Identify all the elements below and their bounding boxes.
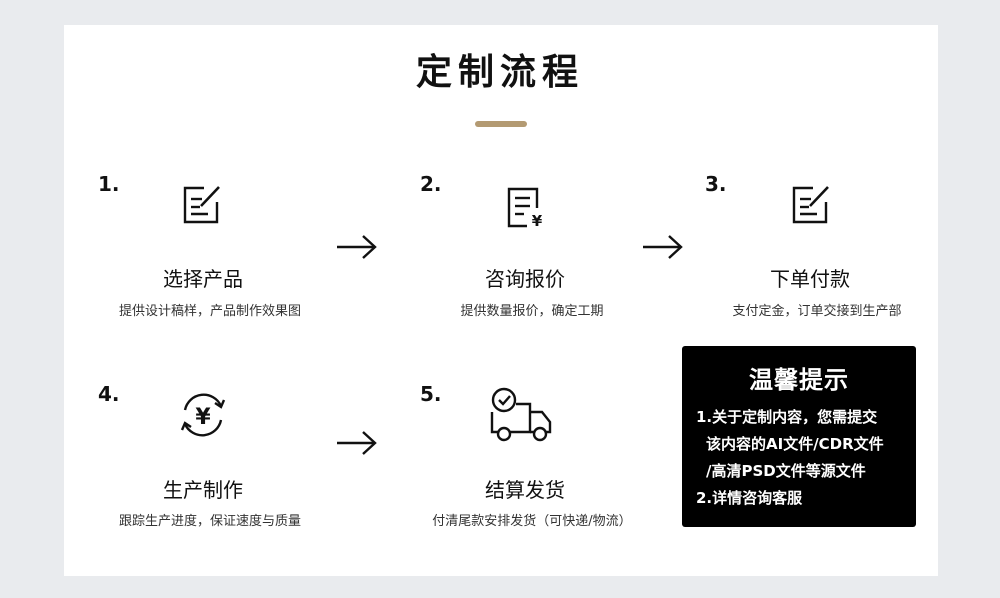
step-description: 支付定金，订单交接到生产部 [732,304,902,319]
step-title: 咨询报价 [485,267,565,291]
step-description: 付清尾款安排发货（可快递/物流） [432,514,632,529]
tips-title: 温馨提示 [749,366,849,394]
step-description: 提供数量报价，确定工期 [460,304,604,319]
step-number: 5. [420,382,442,406]
step-description: 提供设计稿样，产品制作效果图 [118,304,301,319]
arrow-right-icon [643,235,683,259]
step-number: 3. [705,172,727,196]
step-number: 4. [98,382,120,406]
step-number: 1. [98,172,120,196]
step-number: 2. [420,172,442,196]
svg-text:¥: ¥ [195,405,211,430]
tips-box: 温馨提示 1.关于定制内容，您需提交 该内容的AI文件/CDR文件 /高清PSD… [682,346,916,527]
arrow-right-icon [337,431,377,455]
step-title: 生产制作 [163,478,243,502]
tips-line: 2.详情咨询客服 [696,489,803,507]
step-title: 结算发货 [485,478,565,502]
title-accent-bar [475,121,527,127]
yuan-bill-icon: ¥ [507,187,543,230]
svg-text:¥: ¥ [532,212,543,230]
step-title: 下单付款 [770,267,850,291]
delivery-truck-icon [490,387,552,442]
tips-line: 该内容的AI文件/CDR文件 [706,435,884,453]
step-description: 跟踪生产进度，保证速度与质量 [118,514,301,529]
tips-line: 1.关于定制内容，您需提交 [696,408,878,426]
edit-note-icon [792,186,829,224]
yuan-refresh-icon: ¥ [180,393,226,437]
page-title: 定制流程 [415,52,584,93]
arrow-right-icon [337,235,377,259]
step-title: 选择产品 [163,267,243,291]
edit-note-icon [183,186,220,224]
tips-line: /高清PSD文件等源文件 [706,462,866,480]
